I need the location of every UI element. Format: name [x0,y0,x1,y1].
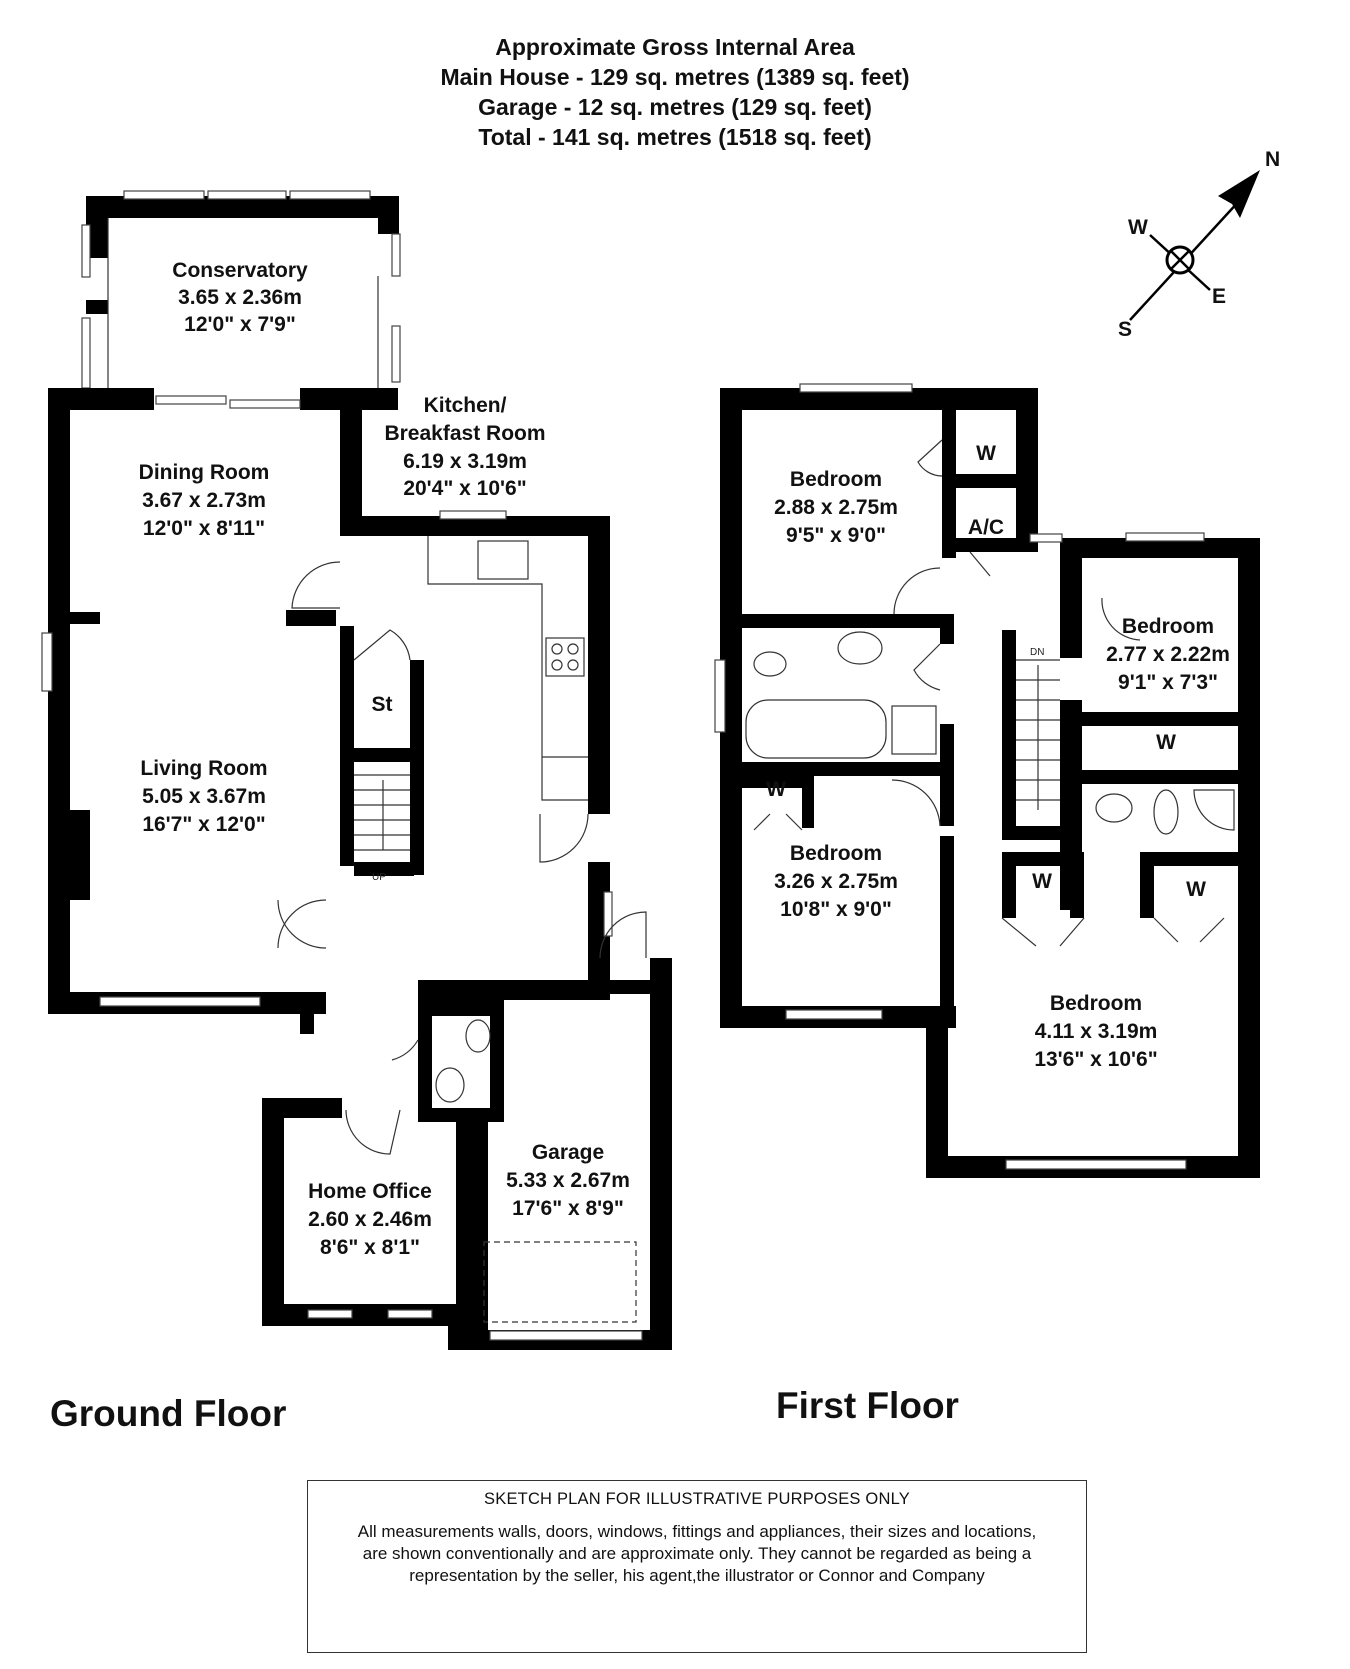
disclaimer-line: All measurements walls, doors, windows, … [357,1522,1037,1541]
disclaimer-body: All measurements walls, doors, windows, … [308,1521,1086,1587]
disclaimer-title: SKETCH PLAN FOR ILLUSTRATIVE PURPOSES ON… [484,1490,910,1508]
office-imperial: 8'6" x 8'1" [320,1236,420,1259]
disclaimer-box: SKETCH PLAN FOR ILLUSTRATIVE PURPOSES ON… [307,1480,1087,1653]
bed3-metric: 3.26 x 2.75m [774,870,898,893]
compass-rose-icon: N W E S [1118,148,1280,341]
kitchen-name-1: Kitchen/ [424,394,507,417]
compass-e: E [1212,285,1226,308]
conservatory-imperial: 12'0" x 7'9" [184,313,296,336]
total-area: Total - 141 sq. metres (1518 sq. feet) [478,124,872,150]
bed1-imperial: 9'5" x 9'0" [786,524,886,547]
living-metric: 5.05 x 3.67m [142,785,266,808]
office-metric: 2.60 x 2.46m [308,1208,432,1231]
garage-imperial: 17'6" x 8'9" [512,1197,624,1220]
bed2-metric: 2.77 x 2.22m [1106,643,1230,666]
kitchen-metric: 6.19 x 3.19m [403,450,527,473]
conservatory-name: Conservatory [172,259,308,282]
compass-s: S [1118,318,1132,341]
bed4-metric: 4.11 x 3.19m [1035,1020,1158,1043]
office-name: Home Office [308,1180,432,1203]
garage-area: Garage - 12 sq. metres (129 sq. feet) [478,94,872,120]
wardrobe-label: W [766,778,786,801]
bed2-imperial: 9'1" x 7'3" [1118,671,1218,694]
airing-cupboard-label: A/C [968,516,1004,539]
dining-imperial: 12'0" x 8'11" [143,517,265,540]
conservatory-metric: 3.65 x 2.36m [178,286,302,309]
compass-n: N [1265,148,1280,171]
bed1-metric: 2.88 x 2.75m [774,496,898,519]
first-floor-plan: DN [714,383,1260,1178]
first-floor-title: First Floor [776,1385,959,1426]
wardrobe-label: W [976,442,996,465]
bed3-imperial: 10'8" x 9'0" [780,898,892,921]
kitchen-imperial: 20'4" x 10'6" [403,477,526,500]
bed3-name: Bedroom [790,842,882,865]
bed4-name: Bedroom [1050,992,1142,1015]
bed2-name: Bedroom [1122,615,1214,638]
stairs-up-label: UP [372,872,386,883]
disclaimer-line: representation by the seller, his agent,… [409,1566,985,1585]
disclaimer-line: are shown conventionally and are approxi… [362,1544,1032,1563]
bed1-name: Bedroom [790,468,882,491]
wardrobe-label: W [1156,731,1176,754]
living-name: Living Room [140,757,267,780]
garage-metric: 5.33 x 2.67m [506,1169,630,1192]
compass-w: W [1128,216,1148,239]
dining-metric: 3.67 x 2.73m [142,489,266,512]
garage-name: Garage [532,1141,604,1164]
ground-floor-plan: UP [41,190,672,1350]
main-house-area: Main House - 129 sq. metres (1389 sq. fe… [440,64,910,90]
bed4-imperial: 13'6" x 10'6" [1034,1048,1157,1071]
stairs-dn-label: DN [1030,647,1044,658]
dining-name: Dining Room [139,461,270,484]
area-heading: Approximate Gross Internal Area [495,34,855,60]
wardrobe-label: W [1032,870,1052,893]
kitchen-name-2: Breakfast Room [384,422,545,445]
store-label: St [372,693,393,716]
ground-floor-title: Ground Floor [50,1393,287,1434]
wardrobe-label: W [1186,878,1206,901]
living-imperial: 16'7" x 12'0" [142,813,265,836]
